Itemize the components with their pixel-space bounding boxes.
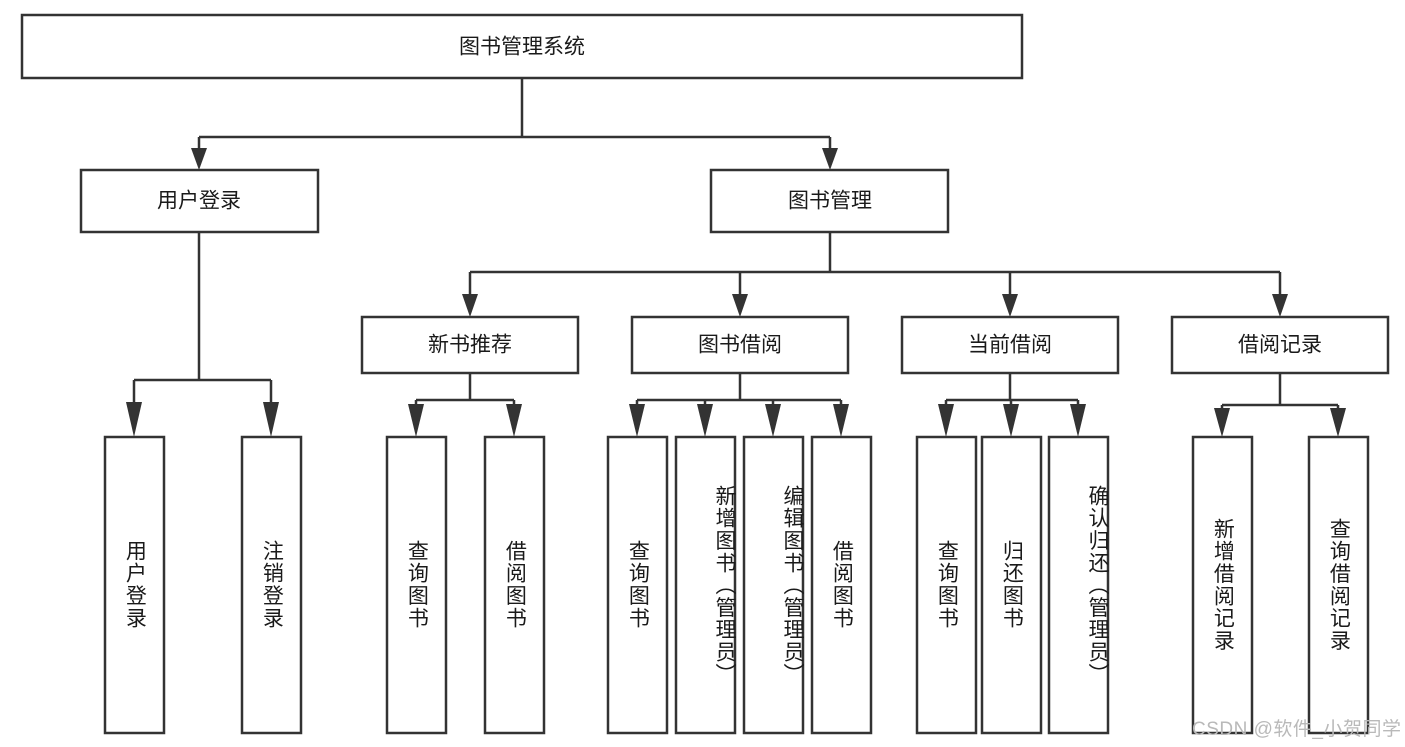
node-leaf-add-book-box[interactable] bbox=[674, 435, 737, 735]
node-book-manage[interactable]: 图书管理 bbox=[709, 168, 950, 234]
node-leaf-borrow-book-2-box[interactable] bbox=[810, 435, 873, 735]
arrowhead-book-manage bbox=[822, 148, 838, 170]
arrowhead-leaf-return-book bbox=[1003, 404, 1019, 437]
node-leaf-query-record-box[interactable] bbox=[1307, 435, 1370, 735]
node-leaf-add-record-box[interactable] bbox=[1191, 435, 1254, 735]
arrowhead-leaf-logout bbox=[263, 402, 279, 437]
node-book-manage-label: 图书管理 bbox=[788, 190, 872, 213]
arrowhead-leaf-query-book-2 bbox=[629, 404, 645, 437]
node-book-borrow[interactable]: 图书借阅 bbox=[630, 315, 850, 375]
connector-group-book-borrow-to-leaves bbox=[629, 373, 849, 437]
arrowhead-user-login bbox=[191, 148, 207, 170]
connector-group-borrow-record-to-leaves bbox=[1214, 373, 1346, 437]
node-root-label: 图书管理系统 bbox=[459, 36, 585, 59]
node-leaf-logout-box[interactable] bbox=[240, 435, 303, 735]
node-user-login-label: 用户登录 bbox=[157, 190, 241, 213]
arrowhead-borrow-record bbox=[1272, 294, 1288, 317]
connector-group-user-login-to-leaves bbox=[126, 232, 279, 437]
arrowhead-leaf-borrow-book-1 bbox=[506, 404, 522, 437]
node-book-manage-box[interactable] bbox=[709, 168, 950, 234]
connector-group-current-borrow-to-leaves bbox=[938, 373, 1086, 437]
node-current-borrow-box[interactable] bbox=[900, 315, 1120, 375]
arrowhead-leaf-confirm-return bbox=[1070, 404, 1086, 437]
node-new-book-rec-label: 新书推荐 bbox=[428, 334, 512, 357]
node-user-login[interactable]: 用户登录 bbox=[79, 168, 320, 234]
node-leaf-return-book-box[interactable] bbox=[980, 435, 1043, 735]
node-book-borrow-label: 图书借阅 bbox=[698, 334, 782, 357]
node-root[interactable]: 图书管理系统 bbox=[20, 13, 1024, 80]
node-new-book-rec[interactable]: 新书推荐 bbox=[360, 315, 580, 375]
arrowhead-current-borrow bbox=[1002, 294, 1018, 317]
connector-group-new-book-rec-to-leaves bbox=[408, 373, 522, 437]
arrowhead-leaf-query-book-3 bbox=[938, 404, 954, 437]
node-leaf-query-book-3-box[interactable] bbox=[915, 435, 978, 735]
node-root-box[interactable] bbox=[20, 13, 1024, 80]
node-borrow-record-label: 借阅记录 bbox=[1238, 334, 1322, 357]
arrowhead-leaf-user-login bbox=[126, 402, 142, 437]
node-current-borrow-label: 当前借阅 bbox=[968, 334, 1052, 357]
connector-group-root-to-level2 bbox=[191, 78, 838, 170]
arrowhead-leaf-borrow-book-2 bbox=[833, 404, 849, 437]
node-leaf-query-book-2-box[interactable] bbox=[606, 435, 669, 735]
arrowhead-book-borrow bbox=[732, 294, 748, 317]
node-current-borrow[interactable]: 当前借阅 bbox=[900, 315, 1120, 375]
node-borrow-record[interactable]: 借阅记录 bbox=[1170, 315, 1390, 375]
arrowhead-leaf-add-book bbox=[697, 404, 713, 437]
connector-group-book-manage-to-level3 bbox=[462, 232, 1288, 317]
node-new-book-rec-box[interactable] bbox=[360, 315, 580, 375]
arrowhead-new-book-rec bbox=[462, 294, 478, 317]
node-leaf-confirm-return-box[interactable] bbox=[1047, 435, 1110, 735]
csdn-watermark: CSDN @软件_小贺同学 bbox=[1192, 719, 1402, 740]
arrowhead-leaf-add-record bbox=[1214, 408, 1230, 437]
node-leaf-query-book-1-box[interactable] bbox=[385, 435, 448, 735]
node-borrow-record-box[interactable] bbox=[1170, 315, 1390, 375]
node-leaf-edit-book-box[interactable] bbox=[742, 435, 805, 735]
arrowhead-leaf-query-book-1 bbox=[408, 404, 424, 437]
node-book-borrow-box[interactable] bbox=[630, 315, 850, 375]
node-leaf-borrow-book-1-box[interactable] bbox=[483, 435, 546, 735]
node-leaf-user-login-box[interactable] bbox=[103, 435, 166, 735]
arrowhead-leaf-edit-book bbox=[765, 404, 781, 437]
arrowhead-leaf-query-record bbox=[1330, 408, 1346, 437]
node-user-login-box[interactable] bbox=[79, 168, 320, 234]
